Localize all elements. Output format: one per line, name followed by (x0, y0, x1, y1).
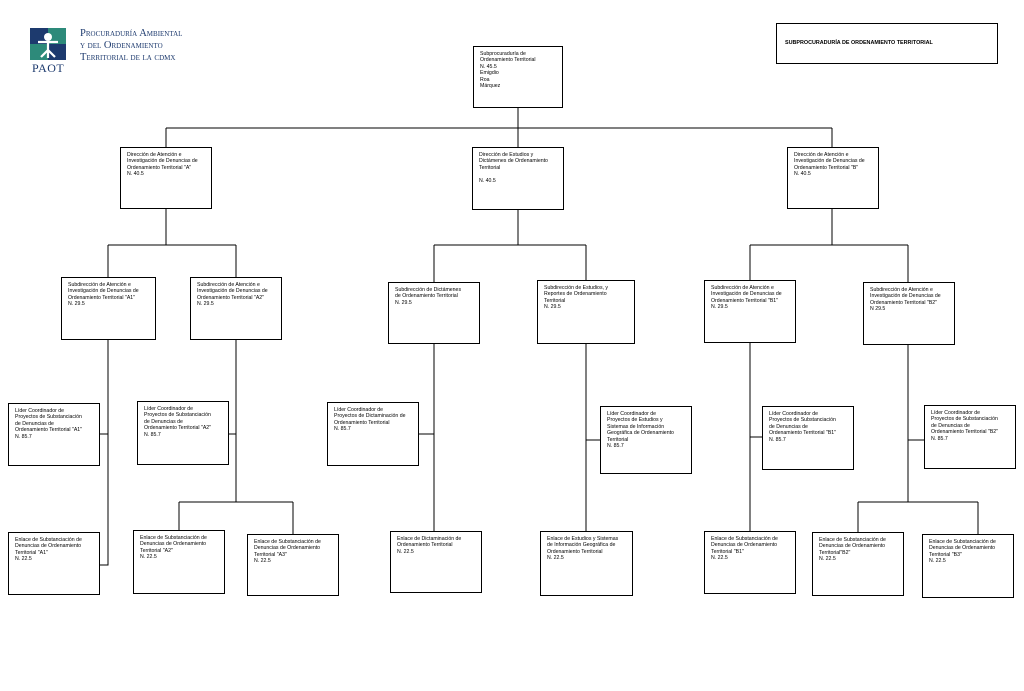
logo-name: Procuraduría Ambiental y del Ordenamient… (80, 28, 183, 63)
logo-acronym: PAOT (32, 61, 65, 75)
org-box-enlace-dictaminacion: Enlace de Dictaminación de Ordenamiento … (390, 531, 482, 593)
paot-emblem-icon (30, 28, 66, 60)
org-box-subdireccion-b1: Subdirección de Atención e Investigación… (704, 280, 796, 343)
org-box-subdireccion-a2: Subdirección de Atención e Investigación… (190, 277, 282, 340)
org-box-lider-a1: Líder Coordinador de Proyectos de Substa… (8, 403, 100, 466)
org-box-subprocuraduria: Subprocuraduría de Ordenamiento Territor… (473, 46, 563, 108)
page-title: SUBPROCURADURÍA DE ORDENAMIENTO TERRITOR… (785, 40, 933, 46)
org-box-subdireccion-a1: Subdirección de Atención e Investigación… (61, 277, 156, 340)
org-box-enlace-b1: Enlace de Substanciación de Denuncias de… (704, 531, 796, 594)
org-box-subdireccion-dictamenes: Subdirección de Dictámenes de Ordenamien… (388, 282, 480, 344)
org-box-lider-a2: Líder Coordinador de Proyectos de Substa… (137, 401, 229, 465)
page-title-box: SUBPROCURADURÍA DE ORDENAMIENTO TERRITOR… (776, 23, 998, 64)
org-box-lider-b2: Líder Coordinador de Proyectos de Substa… (924, 405, 1016, 469)
org-box-subdireccion-b2: Subdirección de Atención e Investigación… (863, 282, 955, 345)
org-box-lider-dictaminacion: Líder Coordinador de Proyectos de Dictam… (327, 402, 419, 466)
org-box-enlace-b3: Enlace de Substanciación de Denuncias de… (922, 534, 1014, 598)
org-box-enlace-b2: Enlace de Substanciación de Denuncias de… (812, 532, 904, 596)
org-box-enlace-estudios: Enlace de Estudios y Sistemas de Informa… (540, 531, 633, 596)
org-box-direccion-b: Dirección de Atención e Investigación de… (787, 147, 879, 209)
org-box-enlace-a3: Enlace de Substanciación de Denuncias de… (247, 534, 339, 596)
org-box-direccion-a: Dirección de Atención e Investigación de… (120, 147, 212, 209)
org-box-enlace-a1: Enlace de Substanciación de Denuncias de… (8, 532, 100, 595)
org-box-lider-estudios: Líder Coordinador de Proyectos de Estudi… (600, 406, 692, 474)
org-box-lider-b1: Líder Coordinador de Proyectos de Substa… (762, 406, 854, 470)
org-box-enlace-a2: Enlace de Substanciación de Denuncias de… (133, 530, 225, 594)
org-box-direccion-estudios: Dirección de Estudios y Dictámenes de Or… (472, 147, 564, 210)
org-box-subdireccion-estudios: Subdirección de Estudios, y Reportes de … (537, 280, 635, 344)
